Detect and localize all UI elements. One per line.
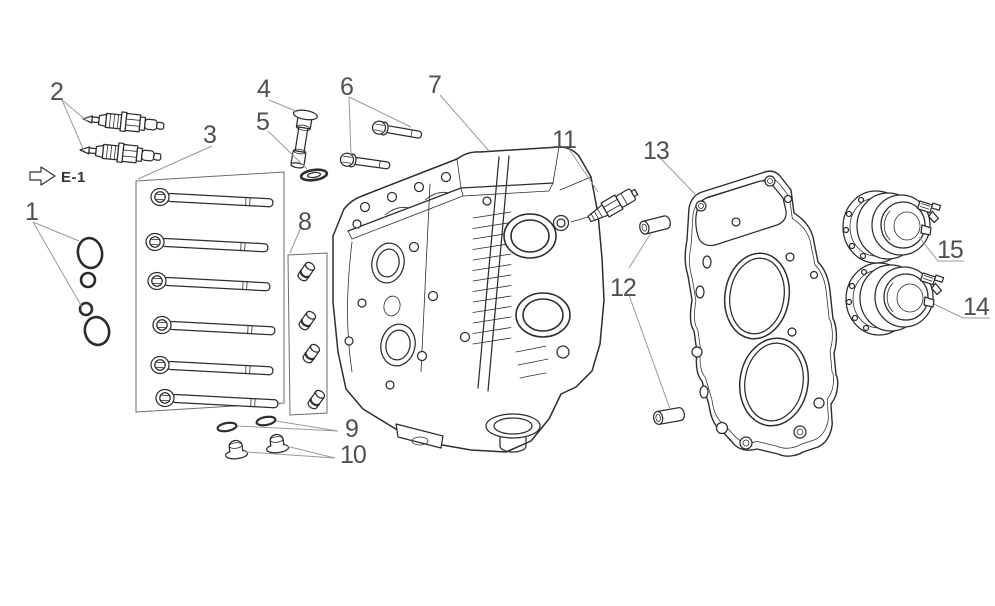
stud-bolt-group	[135, 171, 285, 414]
valve-guide-group	[287, 252, 328, 416]
intake-manifold-lower	[845, 262, 947, 336]
callout-labels: 1 2 3 4 5 6 7 8 9 10 11 12 13 14 15	[25, 71, 991, 469]
callout-11: 11	[552, 126, 576, 154]
leader-line-8	[289, 226, 302, 254]
dowel-pin	[637, 214, 673, 236]
dowel-pins	[637, 214, 687, 426]
dowel-pin	[651, 406, 687, 426]
spark-plug-wells	[371, 242, 416, 367]
cylinder-head	[332, 146, 605, 453]
head-gasket	[684, 170, 839, 457]
leader-line-2	[61, 99, 88, 152]
spark-plugs	[78, 107, 166, 167]
stud-bolt	[154, 388, 279, 414]
callout-7: 7	[428, 71, 441, 99]
part-group-box	[135, 171, 285, 413]
leader-line-4	[268, 99, 299, 113]
o-ring-large	[83, 315, 111, 347]
leader-line-3	[137, 145, 213, 180]
cylinder-bores	[723, 252, 810, 427]
flange-bolt	[370, 119, 424, 143]
bottom-spigot	[395, 413, 541, 453]
seal-rings	[216, 415, 277, 433]
cap-plug	[223, 438, 249, 461]
intake-manifold-upper	[842, 190, 944, 264]
stud-bolt	[146, 271, 271, 297]
valve-guide	[296, 308, 319, 333]
oil-feed-bolt	[290, 109, 318, 169]
leader-line-1	[32, 221, 83, 308]
valve-guide	[300, 341, 323, 366]
stud-bolt	[149, 187, 274, 213]
spark-plug	[81, 107, 166, 136]
leader-line-13	[660, 158, 698, 197]
part-group-box	[287, 252, 328, 416]
o-ring-seals	[76, 236, 111, 347]
leader-line-14	[933, 303, 990, 319]
callout-6: 6	[340, 73, 353, 101]
callout-1: 1	[25, 198, 38, 226]
leader-line-7	[439, 94, 490, 152]
gasket-holes	[691, 175, 825, 450]
callout-15: 15	[937, 236, 963, 264]
o-ring-large	[76, 236, 104, 270]
callout-2: 2	[50, 78, 63, 106]
intake-ports	[503, 213, 571, 359]
callout-4: 4	[257, 75, 271, 103]
leader-lines	[32, 94, 990, 459]
reference-marker: E-1	[29, 166, 86, 186]
leader-line-12	[628, 232, 671, 410]
callout-14: 14	[963, 293, 990, 321]
callout-10: 10	[340, 441, 366, 469]
stud-bolt	[144, 232, 269, 258]
leader-line-15	[918, 236, 964, 262]
callout-9: 9	[345, 415, 358, 443]
cam-chain-tunnel	[347, 155, 510, 392]
o-ring-small	[78, 301, 94, 317]
leader-line-9	[236, 420, 339, 432]
spark-plug	[78, 138, 163, 167]
callout-8: 8	[298, 208, 311, 236]
sealing-washer	[299, 168, 329, 182]
arrow-right-icon	[29, 166, 56, 186]
cap-plug	[264, 432, 290, 455]
bolt-bosses	[344, 171, 492, 390]
callout-13: 13	[643, 137, 669, 165]
callout-3: 3	[203, 121, 216, 149]
leader-line-6	[348, 96, 412, 156]
callout-5: 5	[256, 108, 269, 136]
flange-bolt	[339, 151, 392, 173]
cap-plugs	[223, 432, 290, 461]
valve-guide	[295, 259, 318, 284]
flange-bolts	[339, 119, 424, 173]
reference-label: E-1	[61, 169, 86, 186]
leader-line-11	[568, 148, 599, 193]
o-ring-small	[79, 271, 97, 289]
callout-12: 12	[610, 274, 636, 302]
stud-bolt	[151, 315, 276, 341]
leader-line-10	[245, 445, 336, 459]
leader-line-5	[267, 130, 308, 170]
valve-guide	[305, 387, 328, 412]
temperature-sensor	[587, 188, 639, 223]
stud-bolt	[149, 355, 274, 381]
